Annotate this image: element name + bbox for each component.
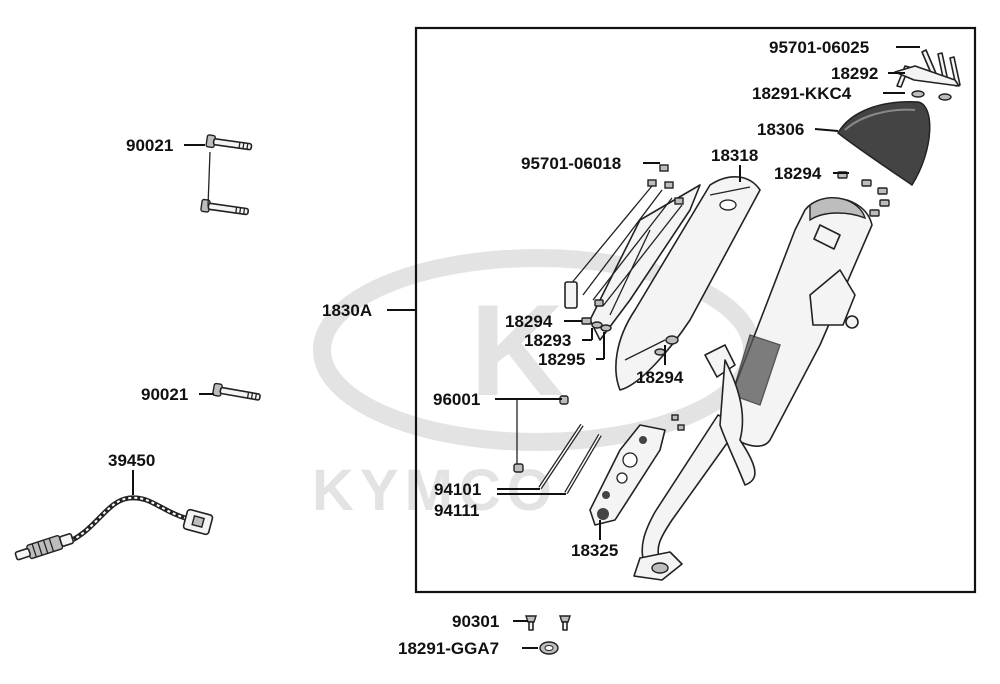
watermark-brand: KYMCO	[312, 458, 558, 523]
bracket-18325[interactable]	[589, 424, 666, 526]
o2-sensor-39450[interactable]	[14, 495, 214, 563]
label-96001: 96001	[433, 390, 480, 409]
label-18295: 18295	[538, 350, 585, 369]
bolt-90021-pair[interactable]	[200, 134, 253, 218]
end-cap-18306[interactable]	[837, 101, 931, 187]
gasket-18291-kkc4[interactable]	[911, 90, 952, 101]
rod-94101[interactable]	[538, 423, 584, 490]
washer-18293[interactable]	[591, 321, 603, 329]
heat-shield-18318[interactable]	[615, 176, 761, 391]
label-18294-left: 18294	[505, 312, 553, 331]
label-90021-top: 90021	[126, 136, 173, 155]
rod-94111[interactable]	[564, 433, 602, 495]
label-39450: 39450	[108, 451, 155, 470]
gasket-18291-gga7[interactable]	[539, 641, 559, 655]
bolt-90021-single[interactable]	[212, 382, 261, 403]
label-18291-kkc4: 18291-KKC4	[752, 84, 852, 103]
label-18306: 18306	[757, 120, 804, 139]
label-18318: 18318	[711, 146, 758, 165]
label-94101: 94101	[434, 480, 481, 499]
label-94111: 94111	[434, 501, 479, 520]
exhaust-pipe[interactable]	[633, 359, 756, 581]
label-18292: 18292	[831, 64, 878, 83]
label-18293: 18293	[524, 331, 571, 350]
collar-18295[interactable]	[600, 324, 612, 332]
label-18291-gga7: 18291-GGA7	[398, 639, 499, 658]
label-90301: 90301	[452, 612, 499, 631]
bracket-18292[interactable]	[894, 65, 960, 87]
label-18294-top: 18294	[774, 164, 822, 183]
bolts-95701-06018[interactable]	[564, 164, 684, 309]
label-18294-bottom: 18294	[636, 368, 684, 387]
label-1830a: 1830A	[322, 301, 372, 320]
label-18325: 18325	[571, 541, 618, 560]
label-95701-06025: 95701-06025	[769, 38, 869, 57]
label-90021-mid: 90021	[141, 385, 188, 404]
label-95701-06018: 95701-06018	[521, 154, 621, 173]
pipe-nuts	[671, 414, 685, 431]
bolts-90301[interactable]	[525, 615, 571, 631]
